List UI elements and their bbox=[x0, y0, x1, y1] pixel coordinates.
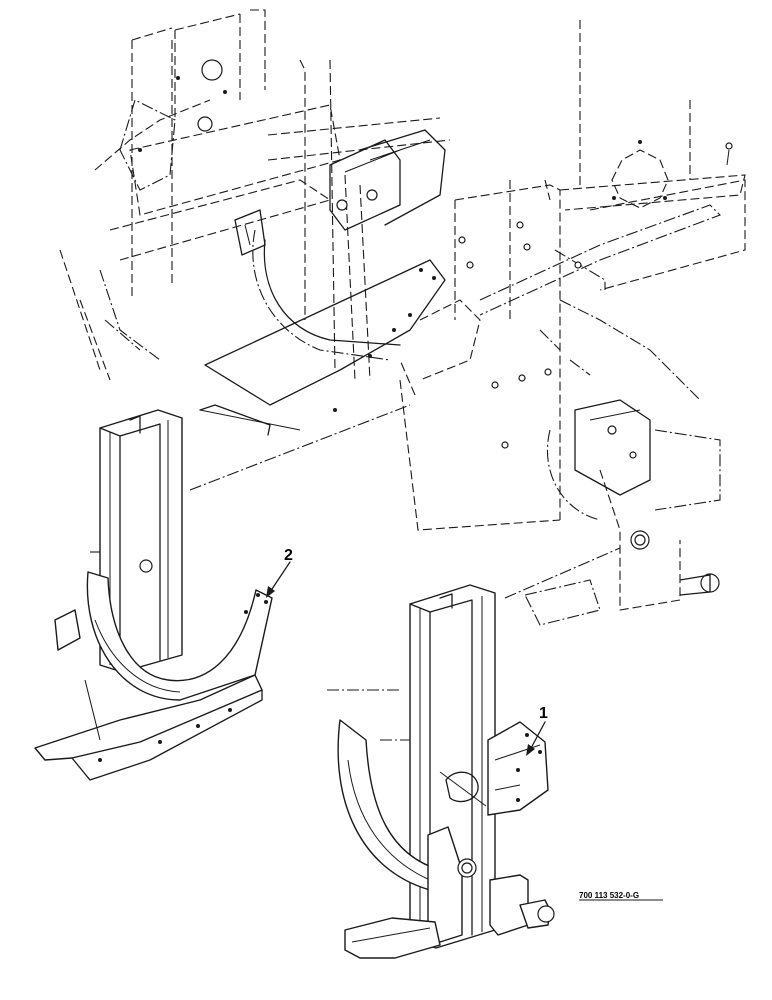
callout-1-group: 1 bbox=[526, 705, 548, 756]
callout-1-label: 1 bbox=[539, 705, 548, 722]
reference-number: 700 113 532-0-G bbox=[579, 891, 639, 900]
right-frame-phantom bbox=[399, 20, 746, 626]
frame-assembly-phantom bbox=[59, 9, 451, 381]
callout-2-group: 2 bbox=[266, 547, 293, 598]
shield-plate-upper bbox=[199, 259, 446, 436]
explosion-lines bbox=[90, 404, 621, 741]
part-1-assembly bbox=[337, 584, 555, 959]
callout-2-label: 2 bbox=[284, 547, 293, 564]
part-2-assembly bbox=[34, 409, 273, 781]
